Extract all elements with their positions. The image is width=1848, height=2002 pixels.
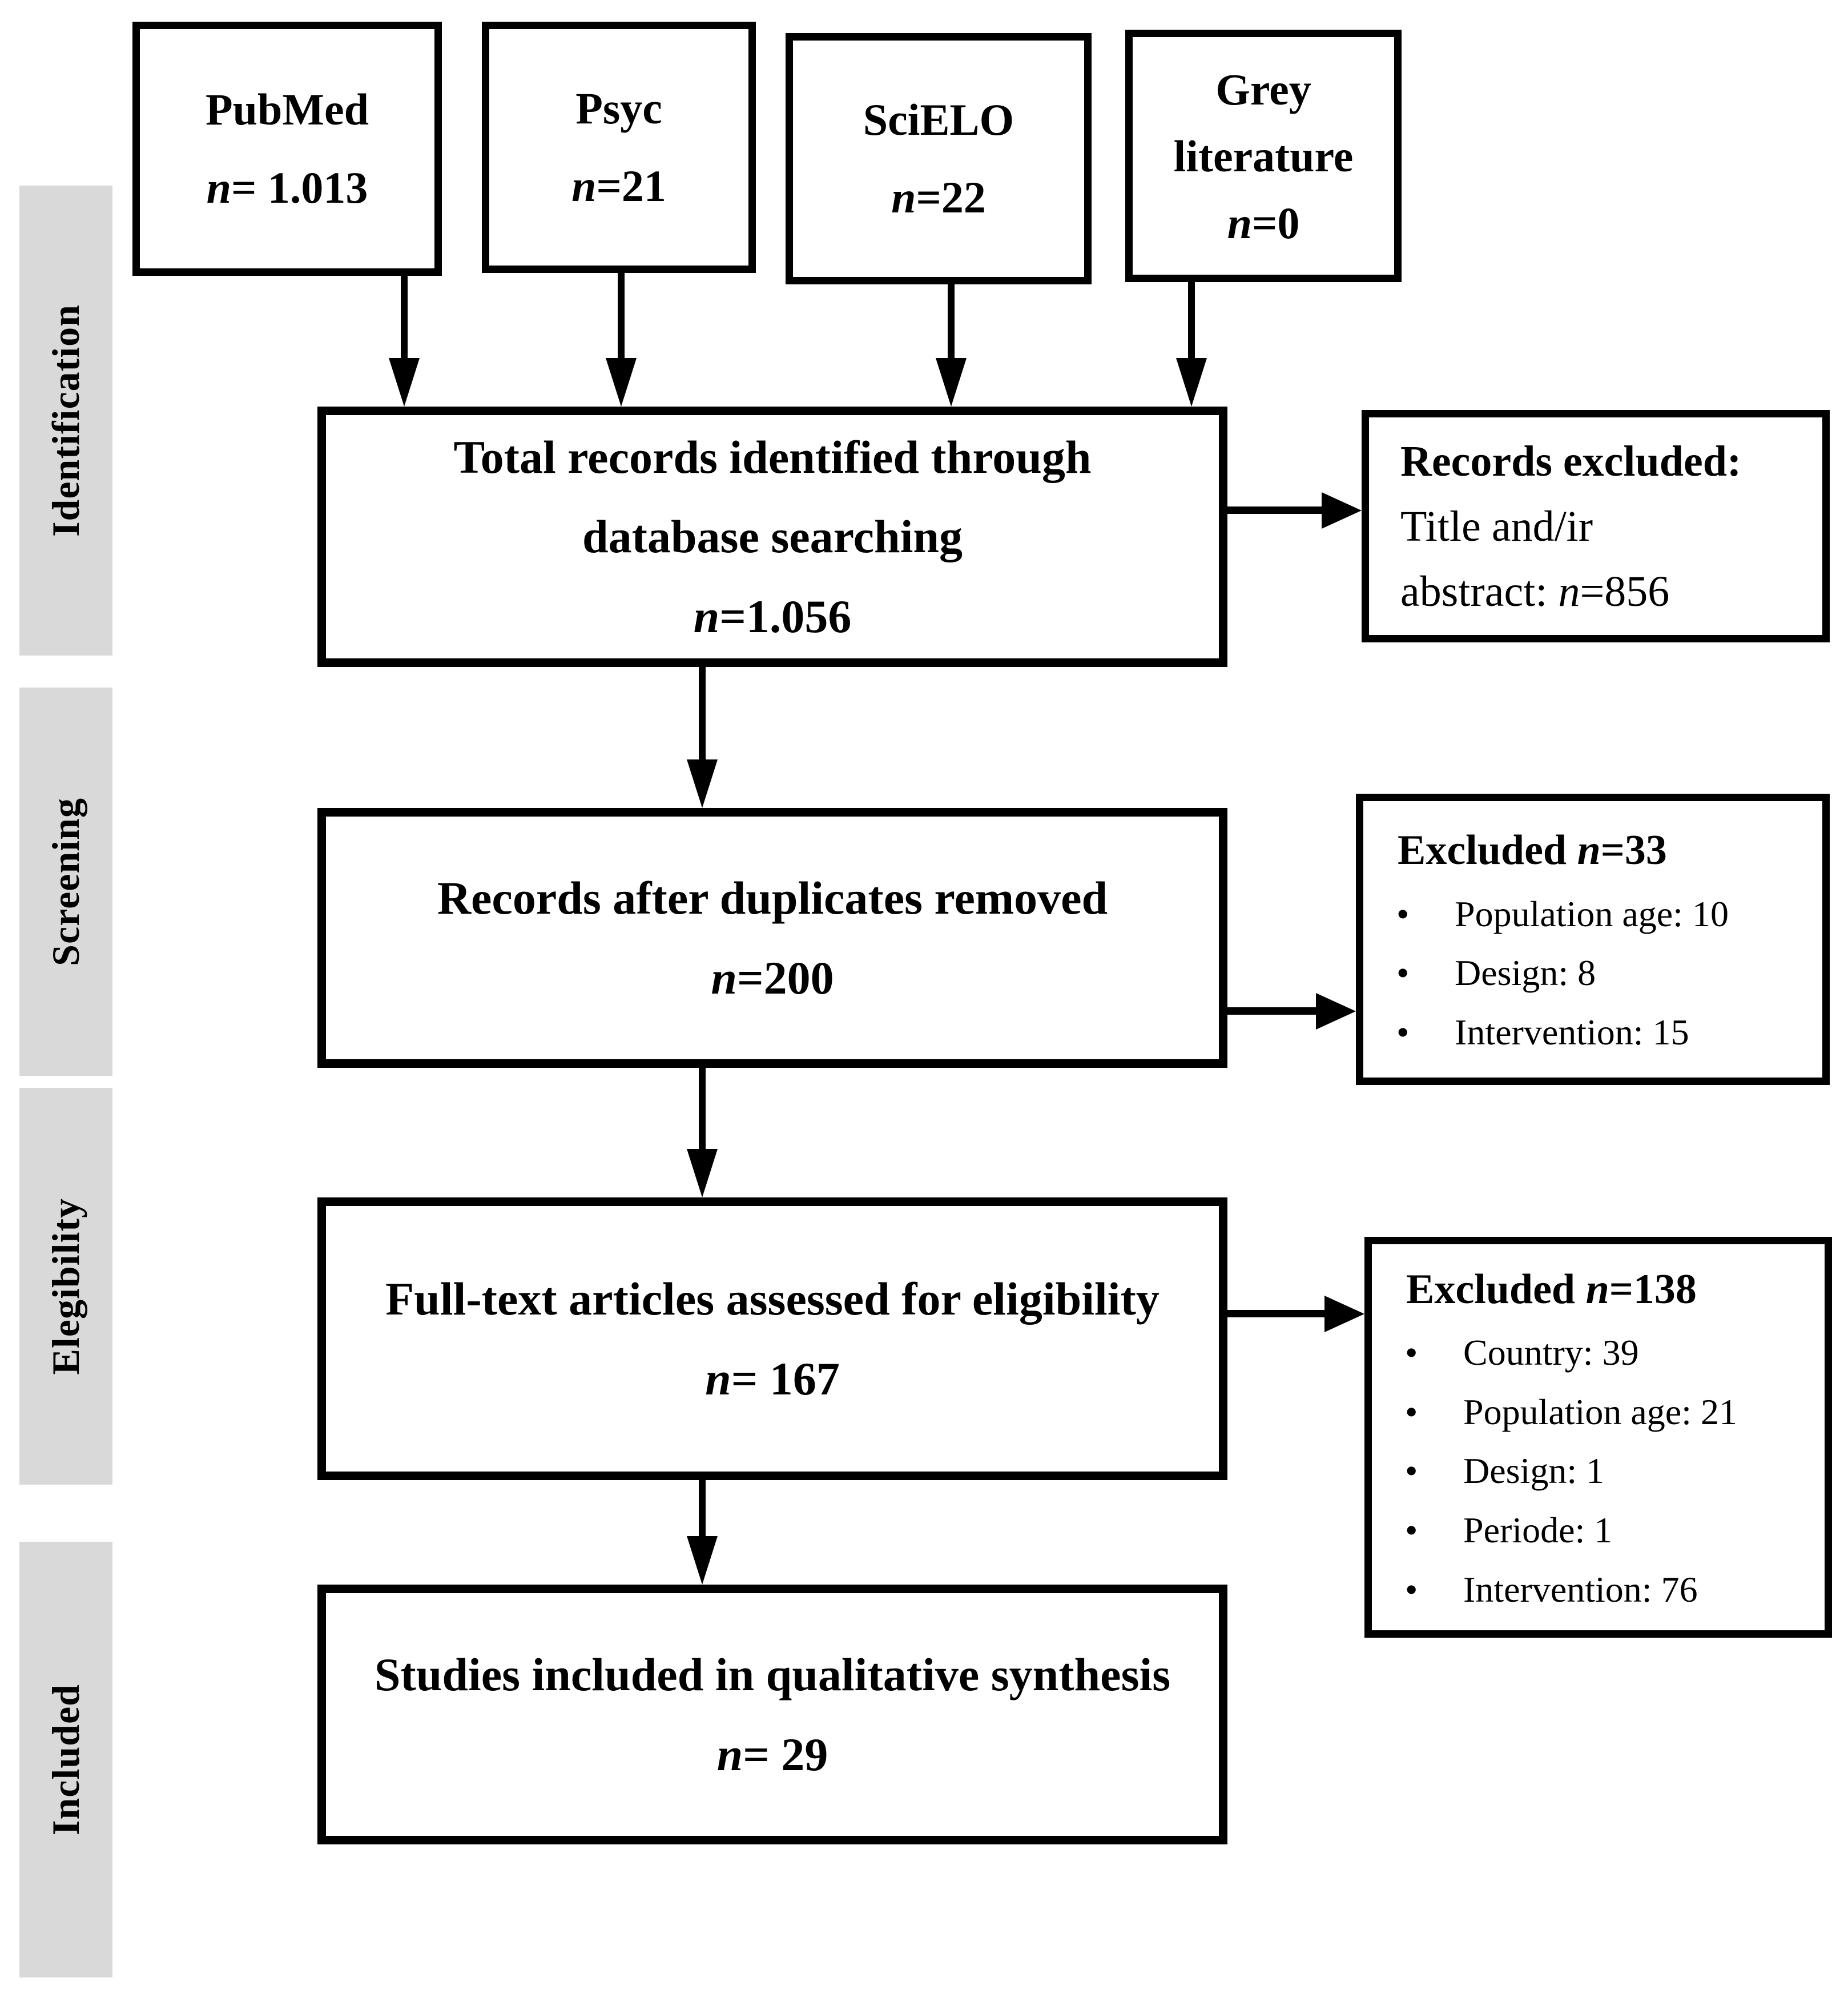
- count-value: =1.056: [719, 590, 852, 642]
- count-value: =22: [916, 172, 986, 222]
- arrow-fulltext-to-excluded138: [1227, 1310, 1324, 1317]
- exclusion-box-screening: Excluded n=33 Population age: 10 Design:…: [1356, 794, 1830, 1085]
- list-item: Country: 39: [1372, 1323, 1737, 1382]
- list-item: Intervention: 15: [1363, 1003, 1729, 1062]
- count-value: =0: [1251, 198, 1300, 248]
- count-value: =21: [596, 161, 666, 211]
- excluded-label: Excluded: [1406, 1265, 1586, 1313]
- arrow-total-to-duplicates: [699, 667, 706, 759]
- excluded-label: Excluded: [1398, 827, 1577, 874]
- fulltext-text: Full-text articles assessed for eligibil…: [385, 1273, 1159, 1325]
- count-value: =138: [1609, 1265, 1697, 1313]
- count-value: = 29: [743, 1728, 828, 1780]
- n-symbol: n: [1585, 1265, 1609, 1313]
- stage-screening: Screening: [19, 688, 112, 1076]
- flow-box-fulltext-assessed: Full-text articles assessed for eligibil…: [317, 1197, 1227, 1480]
- studies-included-text: Studies included in qualitative synthesi…: [374, 1649, 1171, 1701]
- source-pubmed-name: PubMed: [205, 85, 369, 134]
- total-records-count: n=1.056: [694, 577, 852, 656]
- list-item: Population age: 21: [1372, 1382, 1737, 1442]
- count-value: =200: [736, 951, 834, 1004]
- list-item: Design: 8: [1363, 943, 1729, 1003]
- after-duplicates-count: n=200: [711, 938, 834, 1018]
- arrow-duplicates-to-fulltext: [699, 1068, 706, 1149]
- count-value: =33: [1600, 827, 1667, 874]
- n-symbol: n: [711, 951, 737, 1004]
- source-scielo-count: n=22: [891, 159, 986, 237]
- exclusion-box-records-excluded: Records excluded: Title and/ir abstract:…: [1362, 410, 1830, 642]
- stage-identification: Identification: [19, 186, 112, 656]
- eligibility-excluded-list: Country: 39 Population age: 21 Design: 1…: [1372, 1323, 1737, 1619]
- eligibility-excluded-title: Excluded n=138: [1372, 1256, 1697, 1323]
- source-grey-name: Grey literature: [1173, 64, 1354, 181]
- screening-excluded-list: Population age: 10 Design: 8 Interventio…: [1363, 885, 1729, 1062]
- arrow-fulltext-to-included: [699, 1480, 706, 1536]
- flow-box-total-records: Total records identified through databas…: [317, 407, 1227, 667]
- arrow-psyc-to-total: [618, 271, 625, 358]
- arrow-total-to-records-excluded: [1227, 506, 1322, 514]
- n-symbol: n: [891, 172, 916, 222]
- list-item: Periode: 1: [1372, 1501, 1737, 1560]
- screening-excluded-title: Excluded n=33: [1363, 817, 1667, 884]
- stage-screening-label: Screening: [44, 797, 87, 966]
- count-value: = 167: [731, 1352, 840, 1405]
- n-symbol: n: [206, 162, 231, 212]
- source-box-grey-literature: Grey literature n=0: [1125, 30, 1402, 282]
- source-box-psyc: Psyc n=21: [482, 22, 756, 273]
- n-symbol: n: [1558, 567, 1580, 616]
- arrow-scielo-to-total: [948, 283, 955, 358]
- flow-box-studies-included: Studies included in qualitative synthesi…: [317, 1585, 1227, 1844]
- source-scielo-name: SciELO: [863, 94, 1014, 144]
- abstract-label: abstract:: [1400, 567, 1559, 616]
- stage-included: Included: [19, 1542, 112, 1977]
- n-symbol: n: [716, 1728, 743, 1780]
- n-symbol: n: [705, 1352, 731, 1405]
- stage-included-label: Included: [44, 1684, 87, 1835]
- n-symbol: n: [1577, 827, 1601, 874]
- arrow-duplicates-to-excluded33: [1227, 1007, 1316, 1015]
- list-item: Design: 1: [1372, 1441, 1737, 1501]
- n-symbol: n: [693, 590, 720, 642]
- source-psyc-name: Psyc: [575, 83, 662, 133]
- source-box-pubmed: PubMed n= 1.013: [132, 22, 442, 276]
- list-item: Intervention: 76: [1372, 1560, 1737, 1619]
- stage-elegibility: Elegibility: [19, 1088, 112, 1485]
- total-records-text: Total records identified through databas…: [453, 431, 1092, 563]
- count-value: = 1.013: [231, 162, 368, 212]
- exclusion-box-eligibility: Excluded n=138 Country: 39 Population ag…: [1364, 1237, 1832, 1638]
- after-duplicates-text: Records after duplicates removed: [437, 872, 1108, 924]
- n-symbol: n: [571, 161, 597, 211]
- studies-included-count: n= 29: [717, 1715, 828, 1794]
- n-symbol: n: [1227, 198, 1252, 248]
- fulltext-count: n= 167: [705, 1339, 840, 1418]
- records-excluded-title: Records excluded:: [1400, 437, 1742, 485]
- flow-box-after-duplicates: Records after duplicates removed n=200: [317, 808, 1227, 1068]
- source-psyc-count: n=21: [571, 147, 666, 226]
- arrow-pubmed-to-total: [401, 273, 408, 358]
- source-box-scielo: SciELO n=22: [786, 33, 1092, 284]
- records-excluded-line1: Title and/ir: [1400, 502, 1593, 550]
- source-grey-count: n=0: [1227, 190, 1300, 256]
- stage-identification-label: Identification: [44, 304, 87, 537]
- stage-elegibility-label: Elegibility: [44, 1197, 87, 1375]
- count-value: =856: [1580, 567, 1670, 616]
- source-pubmed-count: n= 1.013: [207, 149, 368, 227]
- arrow-grey-to-total: [1188, 280, 1195, 358]
- records-excluded-line2: abstract: n=856: [1400, 559, 1669, 624]
- list-item: Population age: 10: [1363, 885, 1729, 944]
